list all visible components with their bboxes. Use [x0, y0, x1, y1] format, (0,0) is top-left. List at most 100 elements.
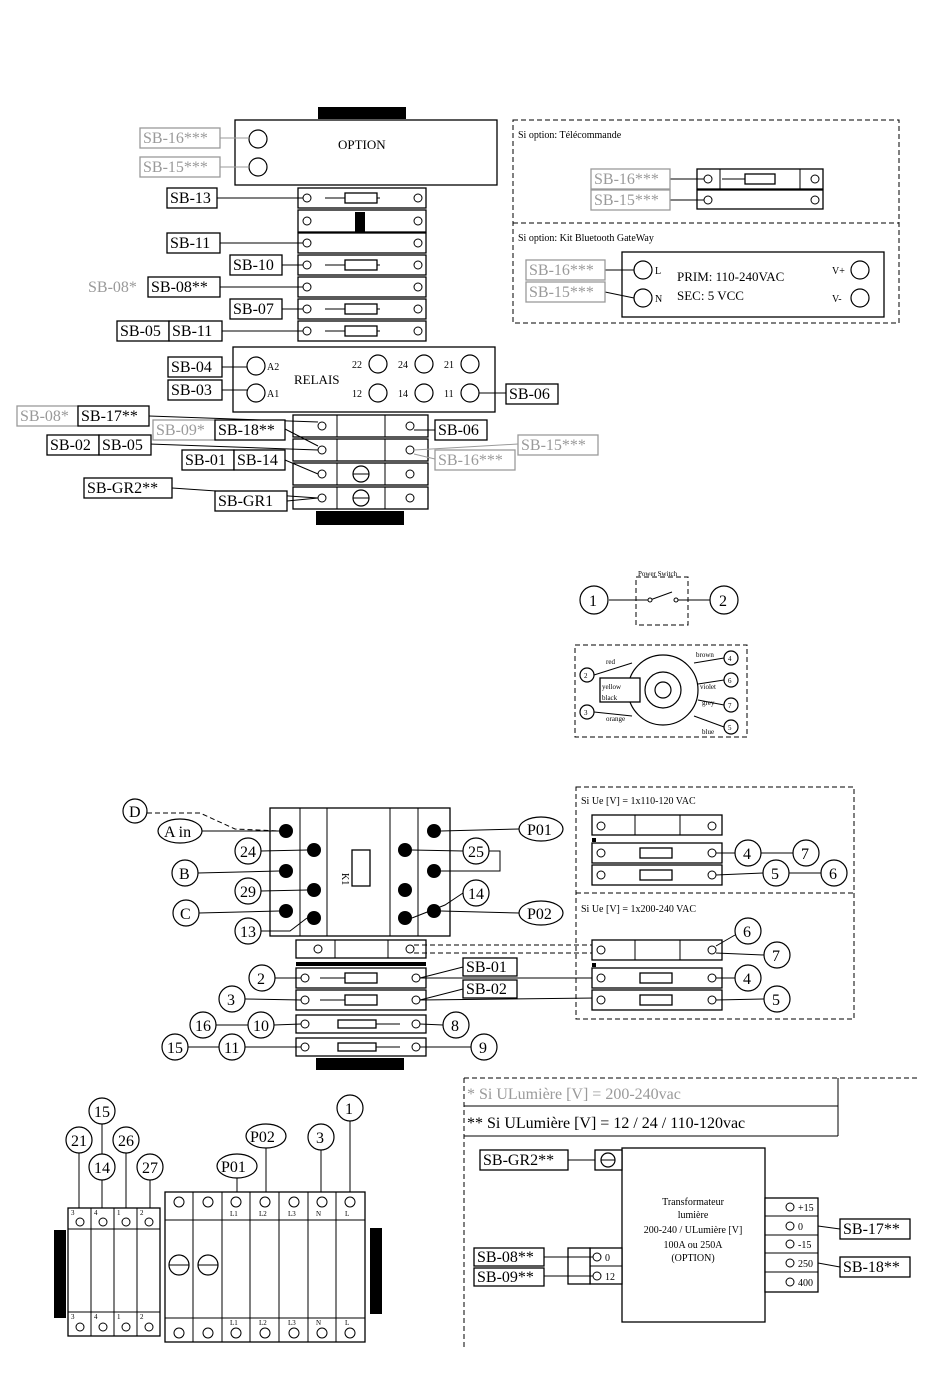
tt-5: 5 — [728, 724, 732, 732]
top-terminal-strip: OPTION A2 A1 RELAIS 22 24 21 — [16, 107, 599, 525]
out-3: 250 — [798, 1259, 813, 1270]
bt-sb18: SB-18** — [843, 1259, 900, 1276]
label-sb04: SB-04 — [171, 359, 212, 376]
tt-2: 2 — [584, 672, 588, 680]
pin-12: 12 — [352, 389, 362, 400]
label-sb15b: SB-15*** — [521, 437, 586, 454]
light-transformer: SB-GR2** Transformateur lumière 200-240 … — [473, 1147, 911, 1323]
label-sb17: SB-17** — [81, 408, 138, 425]
wire-brown: brown — [696, 651, 714, 659]
label-sb16b: SB-16*** — [438, 452, 503, 469]
ue-7: 7 — [801, 846, 809, 863]
pin-14: 14 — [398, 389, 408, 400]
wire-blue: blue — [702, 728, 714, 736]
bt-14: 14 — [94, 1160, 110, 1177]
tele-sb16: SB-16*** — [594, 171, 659, 188]
mark-t6: L1 — [230, 1210, 238, 1218]
node-14: 14 — [468, 886, 484, 903]
wire-yellow: yellow — [602, 683, 622, 691]
node-11: 11 — [224, 1040, 239, 1057]
label-sb08b: SB-08* — [20, 408, 69, 425]
pin-21: 21 — [444, 360, 454, 371]
bt-sb15: SB-15*** — [529, 284, 594, 301]
mark-b9: N — [316, 1319, 321, 1327]
label-sb06b: SB-06 — [438, 422, 479, 439]
node-16: 16 — [195, 1018, 211, 1035]
contactor-k1: K1 D A in 24 B 29 C 13 P01 25 14 P02 — [122, 798, 597, 1070]
toroidal-transformer: yellow black red orange brown violet gre… — [574, 644, 748, 738]
bt-15: 15 — [94, 1104, 110, 1121]
telecommande-title: Si option: Télécommande — [518, 130, 622, 141]
pin-vminus: V- — [832, 294, 842, 305]
mark-b0: 3 — [71, 1313, 75, 1321]
din-rail-top — [318, 107, 406, 119]
out-4: 400 — [798, 1278, 813, 1289]
mark-b7: L2 — [259, 1319, 267, 1327]
mark-t8: L3 — [288, 1210, 296, 1218]
label-sb08: SB-08** — [151, 279, 208, 296]
ue-m4: 4 — [743, 971, 751, 988]
node-b: B — [179, 866, 190, 883]
label-sb11: SB-11 — [170, 235, 210, 252]
label-sbgr1: SB-GR1 — [218, 493, 273, 510]
node-3: 3 — [227, 992, 235, 1009]
mark-t7: L2 — [259, 1210, 267, 1218]
mark-t1: 4 — [94, 1209, 98, 1217]
legend-star-1: * Si ULumière [V] = 200-240vac — [467, 1086, 681, 1103]
option-terminal-2 — [248, 157, 268, 177]
label-k-sb02: SB-02 — [466, 981, 507, 998]
pin-vplus: V+ — [832, 266, 845, 277]
ue-m7: 7 — [772, 948, 780, 965]
legend-star-2: ** Si ULumière [V] = 12 / 24 / 110-120va… — [467, 1115, 745, 1132]
mark-t0: 3 — [71, 1209, 75, 1217]
label-sb02: SB-02 — [50, 437, 91, 454]
out-2: -15 — [798, 1240, 811, 1251]
node-ain: A in — [164, 824, 191, 841]
switch-pin-1: 1 — [589, 593, 597, 610]
option-panel: Si option: Télécommande SB-16*** SB-15**… — [512, 119, 900, 324]
node-29: 29 — [240, 884, 256, 901]
tt-7: 7 — [728, 702, 732, 710]
node-2: 2 — [257, 971, 265, 988]
bt-3: 3 — [316, 1130, 324, 1147]
transformer-title-1: Transformateur — [662, 1197, 725, 1208]
label-sb05: SB-05 — [120, 323, 161, 340]
bluetooth-title: Si option: Kit Bluetooth GateWay — [518, 233, 654, 244]
out-1: 0 — [798, 1222, 803, 1233]
node-24: 24 — [240, 844, 256, 861]
label-sb09: SB-09* — [156, 422, 205, 439]
tt-6: 6 — [728, 677, 732, 685]
node-p02: P02 — [527, 906, 552, 923]
wire-orange: orange — [606, 715, 625, 723]
mark-t2: 1 — [117, 1209, 121, 1217]
mark-b1: 4 — [94, 1313, 98, 1321]
wire-violet: violet — [700, 683, 716, 691]
bridge-bar — [355, 212, 365, 246]
bt-sbgr2: SB-GR2** — [483, 1152, 554, 1169]
terminal-row-11 — [297, 232, 427, 254]
label-sb05b: SB-05 — [102, 437, 143, 454]
bluetooth-module — [621, 251, 885, 318]
bt-sb09: SB-09** — [477, 1269, 534, 1286]
node-10: 10 — [253, 1018, 269, 1035]
pin-a1: A1 — [267, 389, 279, 400]
ue-4: 4 — [743, 846, 751, 863]
terminal-row-08 — [297, 276, 427, 298]
mark-t10: L — [345, 1210, 349, 1218]
option-box — [234, 119, 498, 186]
pin-a2: A2 — [267, 362, 279, 373]
ue-voltage-box: Si Ue [V] = 1x110-120 VAC 4 7 5 6 Si Ue … — [575, 786, 855, 1020]
mark-b2: 1 — [117, 1313, 121, 1321]
tt-4: 4 — [728, 655, 732, 663]
label-sb13: SB-13 — [170, 190, 211, 207]
label-sb11b: SB-11 — [172, 323, 212, 340]
ue-m5: 5 — [772, 992, 780, 1009]
transformer-title-2: lumière — [678, 1210, 709, 1221]
mark-b10: L — [345, 1319, 349, 1327]
relais-label: RELAIS — [294, 372, 340, 387]
bt-sb16: SB-16*** — [529, 262, 594, 279]
label-sb16: SB-16*** — [143, 130, 208, 147]
label-sb03: SB-03 — [171, 382, 212, 399]
bt-p01: P01 — [221, 1159, 246, 1176]
bt-27: 27 — [142, 1160, 158, 1177]
